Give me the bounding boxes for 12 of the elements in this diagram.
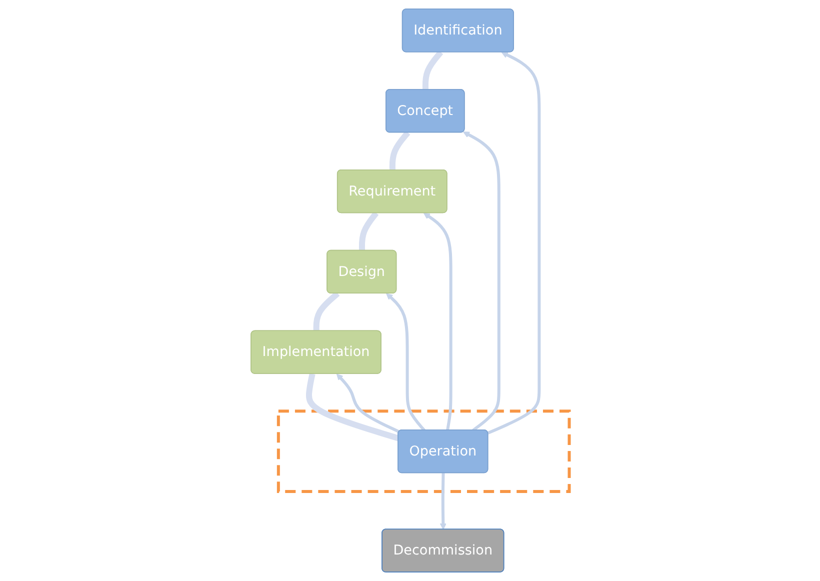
- arrow: [440, 473, 446, 530]
- arrow: [462, 132, 500, 432]
- connector: [306, 373, 400, 442]
- connector: [313, 291, 340, 332]
- connector: [389, 130, 410, 170]
- arrow: [386, 293, 426, 432]
- connector: [422, 50, 443, 90]
- connector: [358, 211, 378, 251]
- arrow: [487, 52, 541, 434]
- arrow: [423, 212, 452, 431]
- arrow: [336, 374, 400, 434]
- cluster: [276, 410, 571, 494]
